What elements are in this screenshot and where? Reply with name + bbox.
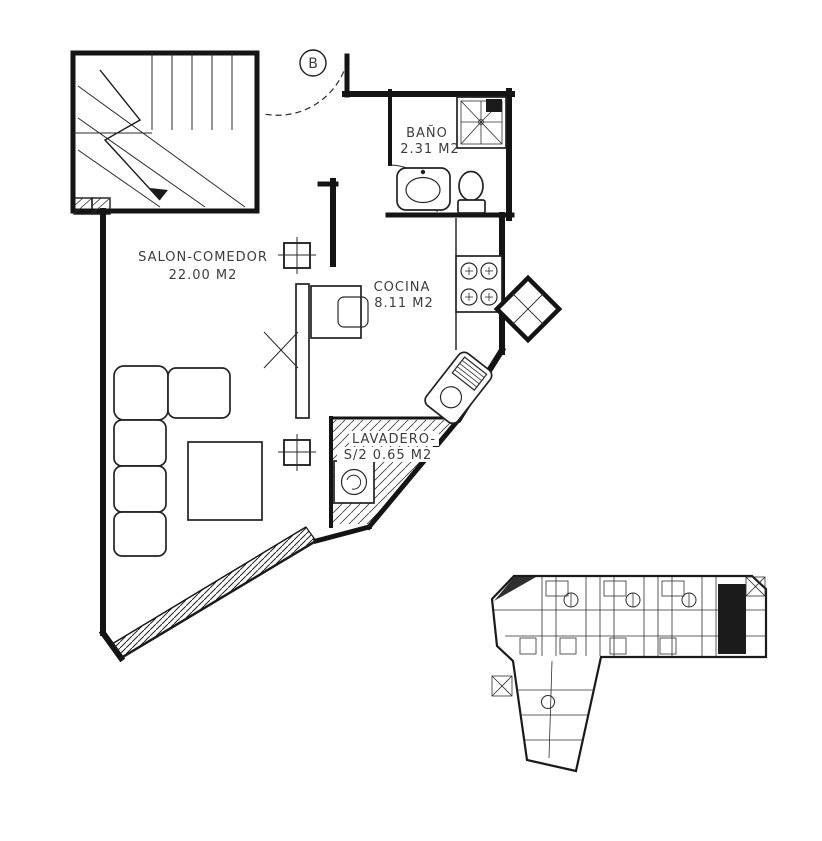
salon-area: 22.00 M2 bbox=[169, 268, 238, 283]
lavadero-area: S/2 0.65 M2 bbox=[344, 448, 433, 463]
kitchen-sink bbox=[424, 351, 493, 425]
counter-bar bbox=[295, 283, 310, 419]
bathroom-sink bbox=[396, 167, 451, 211]
column-marker-bottom bbox=[278, 434, 316, 471]
corner-x-box-wing bbox=[491, 675, 513, 697]
room-labels: SALON-COMEDOR 22.00 M2 BAÑO 2.31 M2 COCI… bbox=[138, 125, 460, 463]
column-marker-top bbox=[278, 237, 316, 274]
sofa bbox=[113, 365, 231, 557]
cocina-label: COCINA bbox=[374, 280, 431, 295]
lavadero-label: LAVADERO- bbox=[352, 432, 436, 447]
salon-label: SALON-COMEDOR bbox=[138, 250, 268, 265]
balcony-column bbox=[493, 274, 563, 344]
section-marker-circle bbox=[299, 49, 327, 77]
corner-hatch-left bbox=[494, 577, 536, 601]
cocina-area: 8.11 M2 bbox=[374, 296, 434, 311]
corner-x-box-right bbox=[745, 576, 766, 597]
staircase bbox=[70, 50, 260, 215]
key-plan bbox=[490, 574, 768, 773]
entry: B bbox=[263, 49, 350, 116]
shower bbox=[456, 96, 507, 149]
bano-label: BAÑO bbox=[406, 125, 448, 141]
washing-machine bbox=[333, 460, 375, 504]
cross-symbol bbox=[263, 331, 299, 369]
shower-column bbox=[486, 99, 502, 112]
stove bbox=[455, 255, 503, 313]
exterior-walls bbox=[98, 208, 318, 663]
highlighted-unit bbox=[718, 584, 746, 654]
coffee-table bbox=[187, 441, 263, 521]
bathroom bbox=[342, 88, 515, 221]
entry-door-swing-arc bbox=[263, 61, 348, 116]
toilet bbox=[457, 170, 486, 214]
stair-direction-arrow bbox=[99, 69, 161, 201]
dining-table bbox=[310, 285, 362, 339]
kitchen bbox=[263, 212, 507, 545]
chair bbox=[337, 296, 369, 328]
section-marker-label: B bbox=[308, 56, 318, 72]
key-plan-outline bbox=[490, 574, 768, 773]
hall-walls bbox=[317, 178, 339, 267]
bano-area: 2.31 M2 bbox=[400, 142, 460, 157]
